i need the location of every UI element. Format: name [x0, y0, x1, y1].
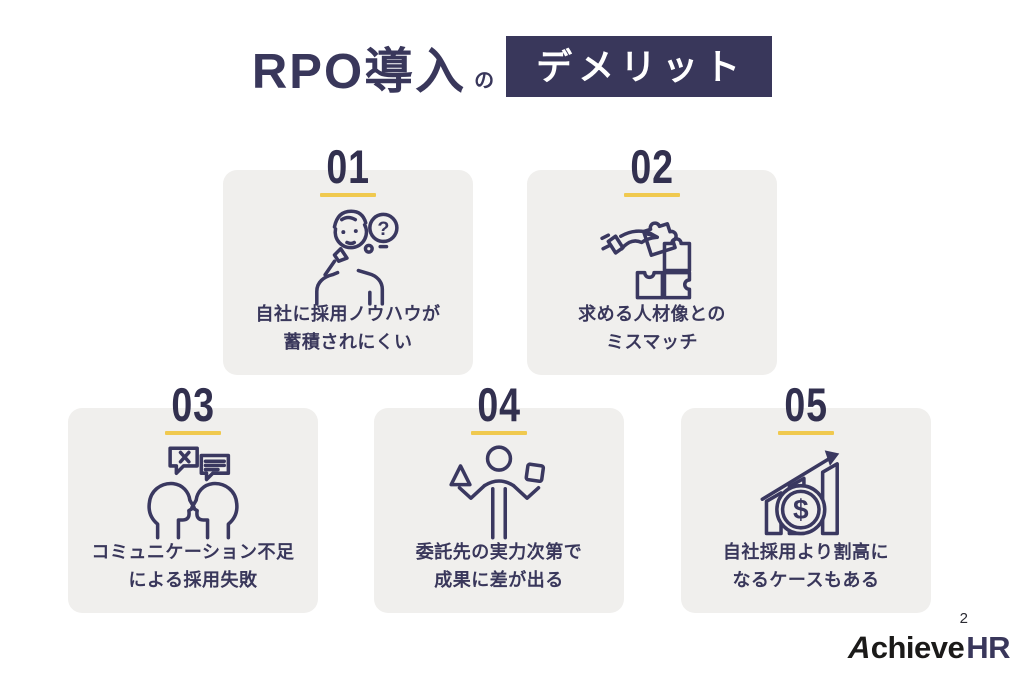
card-caption: 自社採用より割高に なるケースもある [681, 539, 931, 595]
card-number: 05 [784, 378, 828, 431]
caption-line1: 委託先の実力次第で [415, 542, 583, 563]
communication-heads-icon [68, 442, 318, 546]
svg-text:?: ? [377, 218, 389, 240]
page-number: 2 [959, 610, 968, 627]
logo-hr-text: HR [966, 630, 1010, 665]
card-number: 01 [326, 140, 370, 193]
svg-text:$: $ [793, 494, 809, 525]
card-04: 04 委託先の実力次第で 成果に差が出る [374, 381, 624, 613]
card-number: 03 [171, 378, 215, 431]
number-underline [778, 431, 834, 435]
caption-line2: ミスマッチ [606, 332, 698, 353]
number-underline [165, 431, 221, 435]
title-highlight-box: デメリット [506, 36, 773, 97]
achievehr-logo: AchieveHR [845, 630, 1011, 666]
number-underline [320, 193, 376, 197]
card-number-block: 04 [374, 381, 624, 435]
caption-line1: 求める人材像との [578, 304, 726, 325]
number-underline [624, 193, 680, 197]
caption-line1: 自社に採用ノウハウが [255, 304, 441, 325]
caption-line1: コミュニケーション不足 [91, 542, 295, 563]
card-caption: 委託先の実力次第で 成果に差が出る [374, 539, 624, 595]
card-number-block: 02 [527, 143, 777, 197]
card-number-block: 05 [681, 381, 931, 435]
caption-line1: 自社採用より割高に [722, 542, 890, 563]
thinking-person-icon: ? [223, 204, 473, 308]
title-particle: の [474, 70, 495, 92]
comparison-person-icon [374, 442, 624, 546]
card-02: 02 求める人材像との ミスマッチ [527, 143, 777, 375]
number-underline [471, 431, 527, 435]
card-number: 04 [477, 378, 521, 431]
card-number: 02 [630, 140, 674, 193]
card-01: 01 ? 自社に採用ノウハウが [223, 143, 473, 375]
caption-line2: なるケースもある [732, 570, 880, 591]
caption-line2: 成果に差が出る [434, 570, 564, 591]
caption-line2: 蓄積されにくい [283, 332, 413, 353]
logo-achieve-text: Achieve [845, 630, 965, 665]
card-03: 03 コミュニケーション不足 による採用失敗 [68, 381, 318, 613]
card-caption: 自社に採用ノウハウが 蓄積されにくい [223, 301, 473, 357]
page-title: RPO導入 の デメリット [0, 36, 1024, 97]
cost-chart-icon: $ [681, 442, 931, 546]
card-caption: コミュニケーション不足 による採用失敗 [68, 539, 318, 595]
card-05: 05 $ 自社採用より割高に なるケースもある [681, 381, 931, 613]
caption-line2: による採用失敗 [128, 570, 258, 591]
puzzle-mismatch-icon [527, 204, 777, 308]
logo-chieve-text: chieve [870, 630, 965, 665]
card-number-block: 01 [223, 143, 473, 197]
title-main: RPO導入 [251, 45, 467, 99]
card-caption: 求める人材像との ミスマッチ [527, 301, 777, 357]
card-number-block: 03 [68, 381, 318, 435]
